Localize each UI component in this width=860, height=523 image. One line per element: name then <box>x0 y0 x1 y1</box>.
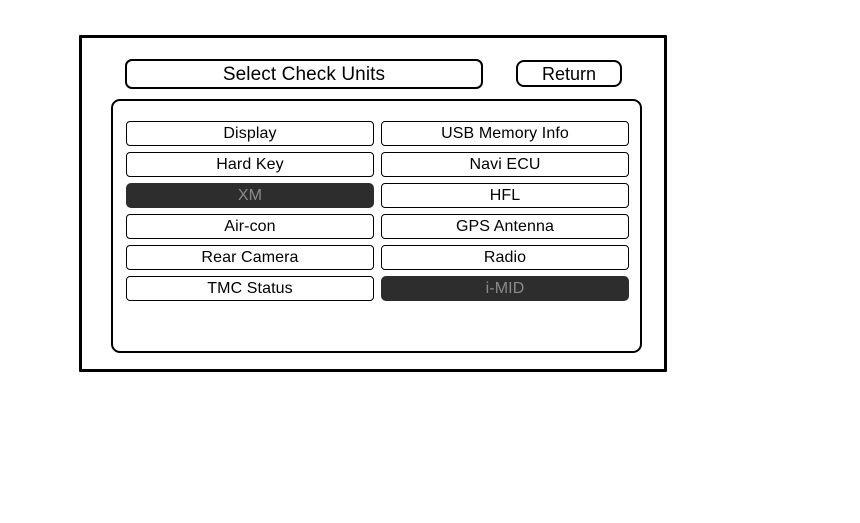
unit-button-hard-key[interactable]: Hard Key <box>126 152 374 177</box>
unit-button-label: Hard Key <box>216 155 284 173</box>
return-button-label: Return <box>541 63 597 84</box>
unit-button-label: HFL <box>489 186 521 204</box>
unit-button-label: Navi ECU <box>469 155 541 173</box>
page-title: Select Check Units <box>125 59 483 89</box>
unit-button-label: GPS Antenna <box>455 217 555 235</box>
return-button[interactable]: Return <box>516 60 622 87</box>
unit-button-air-con[interactable]: Air-con <box>126 214 374 239</box>
unit-button-gps-antenna[interactable]: GPS Antenna <box>381 214 629 239</box>
unit-button-i-mid: i-MID <box>381 276 629 301</box>
device-frame: Select Check Units Return Display USB Mem… <box>79 35 667 372</box>
unit-button-hfl[interactable]: HFL <box>381 183 629 208</box>
unit-button-label: USB Memory Info <box>441 124 569 142</box>
unit-button-label: Air-con <box>224 217 276 235</box>
unit-button-label: Rear Camera <box>201 248 299 266</box>
unit-button-rear-camera[interactable]: Rear Camera <box>126 245 374 270</box>
unit-button-label: Radio <box>483 248 527 266</box>
unit-button-label: XM <box>237 186 263 204</box>
unit-button-label: TMC Status <box>207 279 293 297</box>
unit-button-radio[interactable]: Radio <box>381 245 629 270</box>
unit-button-label: i-MID <box>485 279 525 297</box>
unit-button-usb-memory-info[interactable]: USB Memory Info <box>381 121 629 146</box>
unit-button-tmc-status[interactable]: TMC Status <box>126 276 374 301</box>
unit-button-display[interactable]: Display <box>126 121 374 146</box>
page-title-label: Select Check Units <box>222 63 386 85</box>
unit-button-navi-ecu[interactable]: Navi ECU <box>381 152 629 177</box>
unit-button-label: Display <box>223 124 277 142</box>
unit-button-xm: XM <box>126 183 374 208</box>
